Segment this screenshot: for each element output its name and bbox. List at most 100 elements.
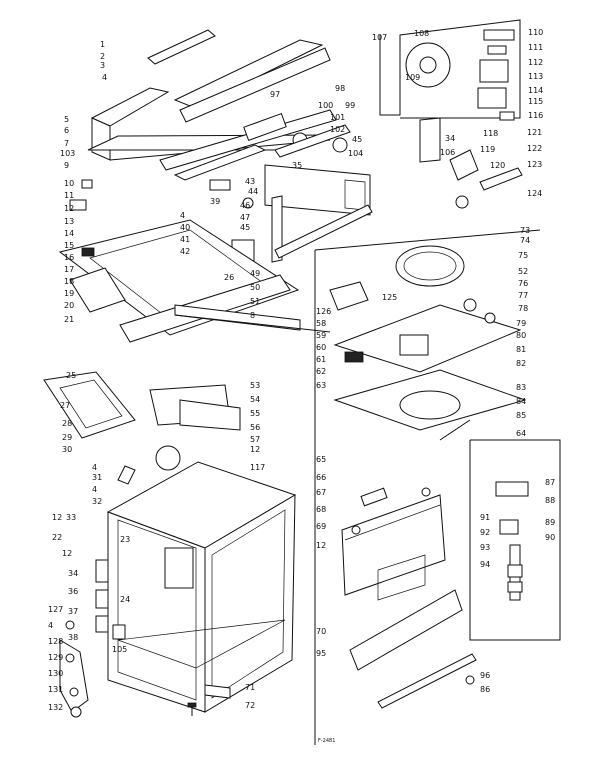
callout-14: 14 <box>64 229 74 238</box>
clip-34 <box>95 559 109 583</box>
callout-67: 67 <box>316 488 326 497</box>
footer-code: F-2481 <box>318 738 335 744</box>
hinge-rod <box>174 304 301 331</box>
callout-3: 3 <box>100 61 105 70</box>
callout-17: 17 <box>64 265 74 274</box>
callout-12: 12 <box>316 541 326 550</box>
callout-64: 64 <box>516 429 526 438</box>
clamp-131 <box>69 687 79 697</box>
control-panel-body <box>179 47 331 123</box>
callout-100: 100 <box>318 101 333 110</box>
bracket-119 <box>449 149 479 181</box>
motor-mount <box>164 547 194 589</box>
callout-16: 16 <box>64 253 74 262</box>
callout-11: 11 <box>64 191 74 200</box>
callout-88: 88 <box>545 496 555 505</box>
callout-4: 4 <box>92 485 97 494</box>
callout-86: 86 <box>480 685 490 694</box>
callout-41: 41 <box>180 235 190 244</box>
callout-36: 36 <box>68 587 78 596</box>
callout-108: 108 <box>414 29 429 38</box>
callout-19: 19 <box>64 289 74 298</box>
terminal-block <box>242 197 254 209</box>
top-panel-group <box>87 29 373 267</box>
callout-99: 99 <box>345 101 355 110</box>
callout-25: 25 <box>66 371 76 380</box>
callout-26: 26 <box>224 273 234 282</box>
callout-112: 112 <box>528 58 543 67</box>
callout-115: 115 <box>528 97 543 106</box>
lid-opening <box>399 390 461 420</box>
callout-129: 129 <box>48 653 63 662</box>
control-panel-top <box>173 39 324 109</box>
callout-125: 125 <box>382 293 397 302</box>
callout-12: 12 <box>250 445 260 454</box>
callout-20: 20 <box>64 301 74 310</box>
callout-105: 105 <box>112 645 127 654</box>
callout-87: 87 <box>545 478 555 487</box>
callout-15: 15 <box>64 241 74 250</box>
hose-130 <box>59 639 89 713</box>
hinge-126 <box>329 281 369 311</box>
callout-52: 52 <box>518 267 528 276</box>
callout-45: 45 <box>352 135 362 144</box>
callout-97: 97 <box>270 90 280 99</box>
callout-77: 77 <box>518 291 528 300</box>
callout-102: 102 <box>330 125 345 134</box>
selector-knob <box>332 137 348 153</box>
callout-7: 7 <box>64 139 69 148</box>
callout-116: 116 <box>528 111 543 120</box>
switch-61 <box>344 351 364 363</box>
callout-68: 68 <box>316 505 326 514</box>
callout-101: 101 <box>330 113 345 122</box>
callout-labels: 1234567103910111213141516171819202125272… <box>48 28 555 712</box>
bottom-panel-70 <box>349 589 463 671</box>
rod-104 <box>274 124 351 158</box>
clip-39 <box>209 179 231 191</box>
screw-78 <box>484 312 496 324</box>
callout-127: 127 <box>48 605 63 614</box>
callout-46: 46 <box>240 201 250 210</box>
callout-29: 29 <box>62 433 72 442</box>
pump-motor <box>155 445 181 471</box>
callout-35: 35 <box>292 161 302 170</box>
hinge-plate <box>399 334 429 356</box>
trim-strip-1 <box>147 29 216 65</box>
callout-131: 131 <box>48 685 63 694</box>
callout-32: 32 <box>92 497 102 506</box>
spring-36 <box>95 589 109 609</box>
callout-6: 6 <box>64 126 69 135</box>
callout-73: 73 <box>520 226 530 235</box>
callout-128: 128 <box>48 637 63 646</box>
callout-80: 80 <box>516 331 526 340</box>
grommet <box>81 179 93 189</box>
callout-39: 39 <box>210 197 220 206</box>
callout-4: 4 <box>102 73 107 82</box>
callout-30: 30 <box>62 445 72 454</box>
callout-62: 62 <box>316 367 326 376</box>
callout-95: 95 <box>316 649 326 658</box>
callout-2: 2 <box>100 52 105 61</box>
knob-120 <box>455 195 469 209</box>
callout-85: 85 <box>516 411 526 420</box>
left-end-panel <box>90 87 170 127</box>
callout-78: 78 <box>518 304 528 313</box>
callout-23: 23 <box>120 535 130 544</box>
water-inlet-hose <box>43 371 136 439</box>
rear-brace <box>274 204 373 259</box>
callout-121: 121 <box>527 128 542 137</box>
callout-59: 59 <box>316 331 326 340</box>
callout-60: 60 <box>316 343 326 352</box>
callout-96: 96 <box>480 671 490 680</box>
callout-65: 65 <box>316 455 326 464</box>
callout-84: 84 <box>516 397 526 406</box>
callout-58: 58 <box>316 319 326 328</box>
callout-118: 118 <box>483 129 498 138</box>
callout-66: 66 <box>316 473 326 482</box>
rear-panel <box>264 164 371 216</box>
callout-50: 50 <box>250 283 260 292</box>
support-bracket <box>173 144 267 181</box>
tub-ring-52 <box>395 245 465 287</box>
